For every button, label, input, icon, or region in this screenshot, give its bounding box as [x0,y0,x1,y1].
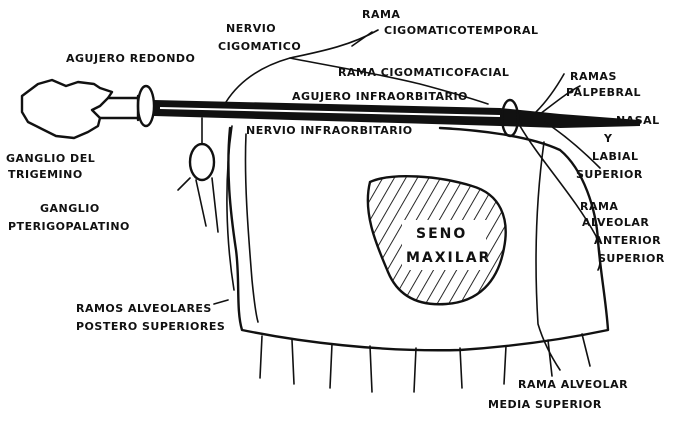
label-rama-cigomaticotemporal-2: CIGOMATICOTEMPORAL [384,24,539,37]
label-nervio-infraorbitario: NERVIO INFRAORBITARIO [246,124,413,137]
zygomaticotemporal-tip [352,32,372,46]
label-ganglio-trigemino: GANGLIO DEL [6,152,95,165]
label-ramos-alveolares: RAMOS ALVEOLARES [76,302,212,315]
pterygopalatine-ganglion [190,144,214,180]
label-rama-alveolar-anterior: RAMA [580,200,618,213]
anterior-alveolar-branch [520,126,600,270]
label-rama-cigomaticotemporal: RAMA [362,8,400,21]
foramen-rotundum-ring [138,86,154,126]
label-rama-alveolar-anterior-4: SUPERIOR [598,252,665,265]
label-agujero-infraorbitario: AGUJERO INFRAORBITARIO [292,90,468,103]
label-maxilar: MAXILAR [406,250,491,266]
label-seno: SENO [416,226,467,242]
label-y: Y [603,132,613,145]
label-ganglio-trigemino-2: TRIGEMINO [8,168,83,181]
label-ramos-alveolares-2: POSTERO SUPERIORES [76,320,225,333]
maxilla-inner-line [245,134,258,322]
pterygopalatine-connector [196,118,218,232]
label-ganglio-pterigopalatino-2: PTERIGOPALATINO [8,220,130,233]
label-nervio-cigomatico-2: CIGOMATICO [218,40,301,53]
trigeminal-ganglion-shape [22,80,112,138]
middle-alveolar-branch [536,142,560,370]
label-ramas-palpebral: RAMAS [570,70,617,83]
label-rama-alveolar-media: RAMA ALVEOLAR [518,378,628,391]
label-rama-alveolar-anterior-2: ALVEOLAR [582,216,649,229]
label-rama-alveolar-media-2: MEDIA SUPERIOR [488,398,602,411]
label-agujero-redondo: AGUJERO REDONDO [66,52,195,65]
label-rama-cigomaticofacial: RAMA CIGOMATICOFACIAL [338,66,509,79]
label-ganglio-pterigopalatino: GANGLIO [40,202,100,215]
label-labial-superior: SUPERIOR [576,168,643,181]
label-rama-alveolar-anterior-3: ANTERIOR [594,234,661,247]
label-labial: LABIAL [592,150,639,163]
label-nervio-cigomatico: NERVIO [226,22,276,35]
pterygopalatine-pointer [178,178,190,190]
label-ramas-palpebral-2: PALPEBRAL [566,86,641,99]
label-nasal: NASAL [616,114,660,127]
